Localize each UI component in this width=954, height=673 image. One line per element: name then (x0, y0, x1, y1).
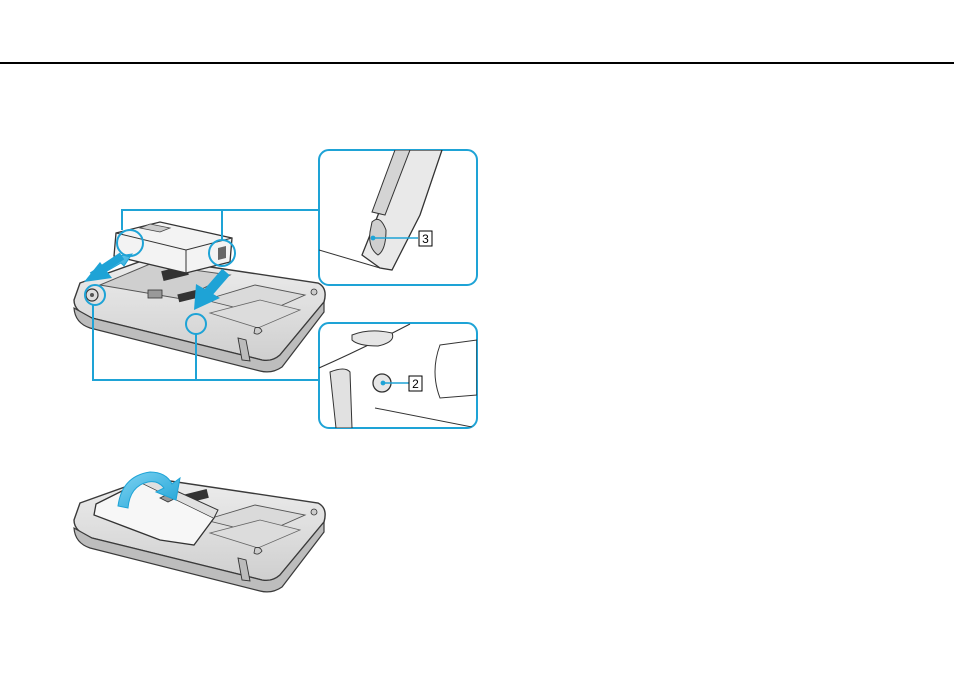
callout-3: 3 (419, 231, 432, 246)
zoom-detail-button: 2 (319, 323, 477, 428)
battery-insert-figure: 3 2 (74, 150, 477, 428)
callout-2: 2 (409, 376, 422, 391)
battery-rotate-figure (74, 472, 325, 592)
callout-2-label: 2 (412, 377, 419, 391)
callout-3-label: 3 (422, 232, 429, 246)
zoom-detail-latch: 3 (319, 150, 477, 285)
